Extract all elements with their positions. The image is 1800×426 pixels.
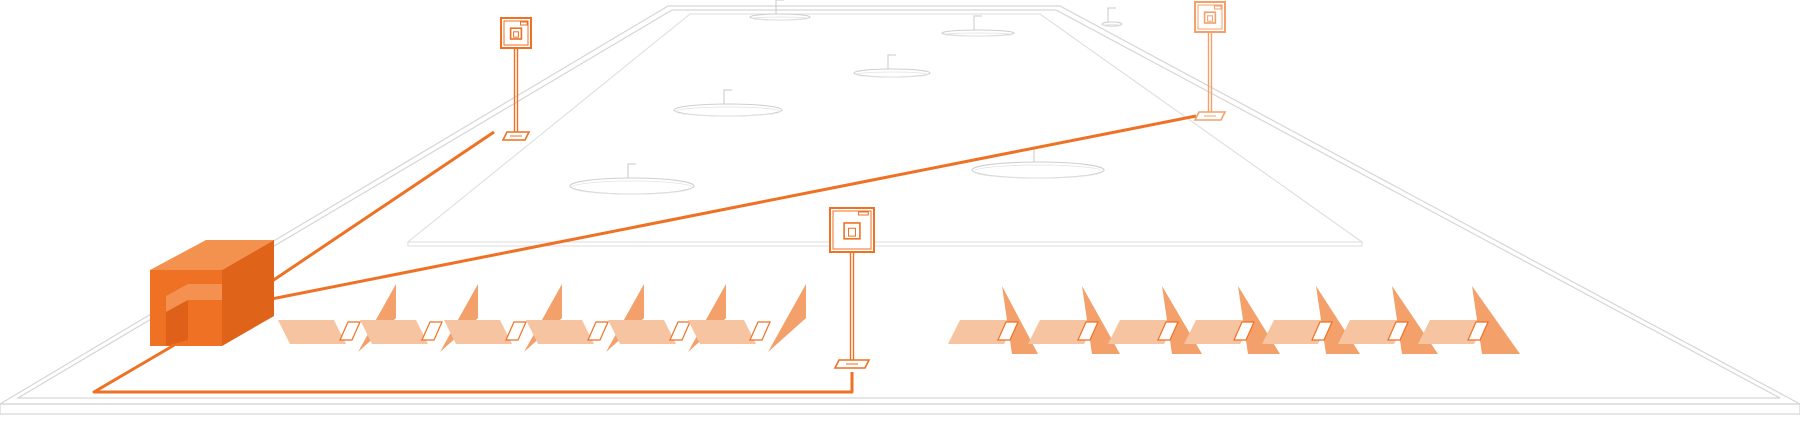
desk xyxy=(948,286,1038,354)
link-hub-to-right-sensor xyxy=(225,114,1197,310)
desk xyxy=(1028,286,1120,354)
floor-outer-edge xyxy=(0,5,1800,405)
desk-top xyxy=(444,320,512,344)
inner-area-lip xyxy=(407,241,1363,247)
round-table xyxy=(853,54,931,78)
desk-monitor xyxy=(749,321,771,341)
sensors xyxy=(500,1,1227,369)
desk-top xyxy=(688,320,756,344)
desk-top xyxy=(278,320,346,344)
desk-top xyxy=(608,320,676,344)
hub-side-face xyxy=(222,240,274,346)
floor-outline xyxy=(0,5,1800,415)
round-table xyxy=(941,15,1015,37)
sensor xyxy=(500,17,532,141)
desk xyxy=(360,284,478,352)
round-table xyxy=(749,0,811,21)
hub-box xyxy=(150,240,274,346)
desk-top xyxy=(360,320,428,344)
desk-monitor xyxy=(421,321,443,341)
desk-monitor xyxy=(1233,321,1255,341)
hub-top-face xyxy=(150,240,274,270)
inner-area xyxy=(406,13,1364,247)
desk-monitor xyxy=(1467,321,1489,341)
desk-monitor xyxy=(1387,321,1409,341)
sensor-lens xyxy=(509,27,523,40)
inner-area-edge xyxy=(406,13,1364,243)
sensor xyxy=(829,207,875,369)
link-hub-to-center-sensor xyxy=(92,342,854,394)
floor-base-lip xyxy=(0,403,1800,415)
desk-monitor xyxy=(339,321,361,341)
desk-monitor xyxy=(997,321,1019,341)
desk xyxy=(688,284,806,352)
desk-monitor xyxy=(1311,321,1333,341)
desk-monitor xyxy=(669,321,691,341)
desk-partition xyxy=(1472,286,1520,354)
sensor-lens xyxy=(1203,11,1217,24)
round-tables xyxy=(569,0,1123,195)
round-table xyxy=(971,147,1105,179)
hub-inner-notch-shade xyxy=(166,300,188,346)
round-table xyxy=(569,163,695,195)
desk xyxy=(1418,286,1520,354)
floor-inner-edge xyxy=(15,9,1781,399)
desk-monitor xyxy=(505,321,527,341)
round-table xyxy=(673,89,783,117)
sensor xyxy=(1193,1,1227,121)
desk-monitor xyxy=(587,321,609,341)
desk-top xyxy=(526,320,594,344)
round-table xyxy=(1101,7,1123,27)
desk-rows xyxy=(278,284,1520,354)
desk-partition xyxy=(440,284,478,352)
hub-inner-notch xyxy=(166,284,222,312)
desk-partition xyxy=(768,284,806,352)
desk-monitor xyxy=(1157,321,1179,341)
desk-monitor xyxy=(1077,321,1099,341)
